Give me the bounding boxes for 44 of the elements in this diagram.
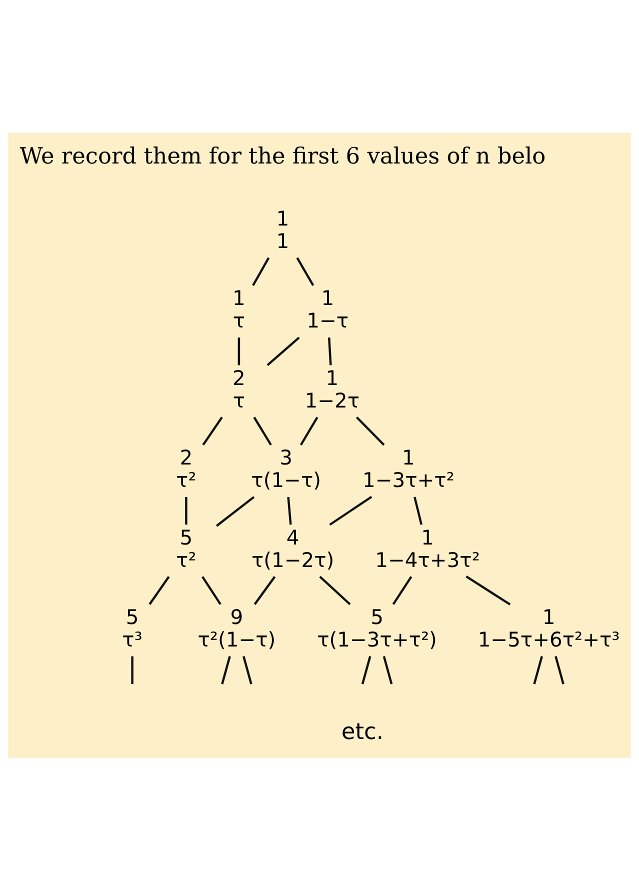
connector [361,656,372,684]
connector [392,576,412,605]
node-text: 1 1−4τ+3τ² [375,525,480,572]
connector [254,576,276,605]
node-text: 5 τ(1−3τ+τ²) [317,605,437,652]
node-text: 1 1−2τ [304,366,360,412]
connector [185,496,188,525]
node-text: 1 1−3τ+τ² [362,446,454,492]
connector [466,576,511,606]
node-text: 1 1−τ [306,286,349,333]
connector [414,496,423,525]
connector [202,576,222,605]
connector [131,656,134,684]
node-text: 1 τ [232,286,246,333]
node-text: 5 τ² [176,525,196,572]
connector [554,656,564,684]
connector [148,576,170,605]
connector [382,656,393,684]
node-text: 4 τ(1−2τ) [252,525,334,572]
node-text: 1 1 [276,206,290,253]
connector [296,257,314,286]
label: We record them for the first 6 values of n belo [20,143,546,170]
connector [287,496,292,525]
connector [356,416,385,446]
connector [319,576,351,606]
connector [253,416,272,446]
node-text: 2 τ [232,366,246,412]
node-text: 3 τ(1−τ) [251,446,322,492]
connector [242,656,252,684]
connector [202,416,223,446]
connector [533,656,544,684]
connector [300,416,318,446]
connector [266,336,300,366]
label: etc. [341,718,384,745]
connector [216,496,255,527]
node-text: 1 1−5τ+6τ²+τ³ [478,605,620,652]
node-text: 9 τ²(1−τ) [198,605,276,652]
node-text: 5 τ³ [122,605,142,652]
connector [221,656,231,684]
connector [252,257,270,286]
connector [238,338,240,366]
connector [329,496,372,526]
node-text: 2 τ² [176,446,196,492]
connector [328,337,332,366]
